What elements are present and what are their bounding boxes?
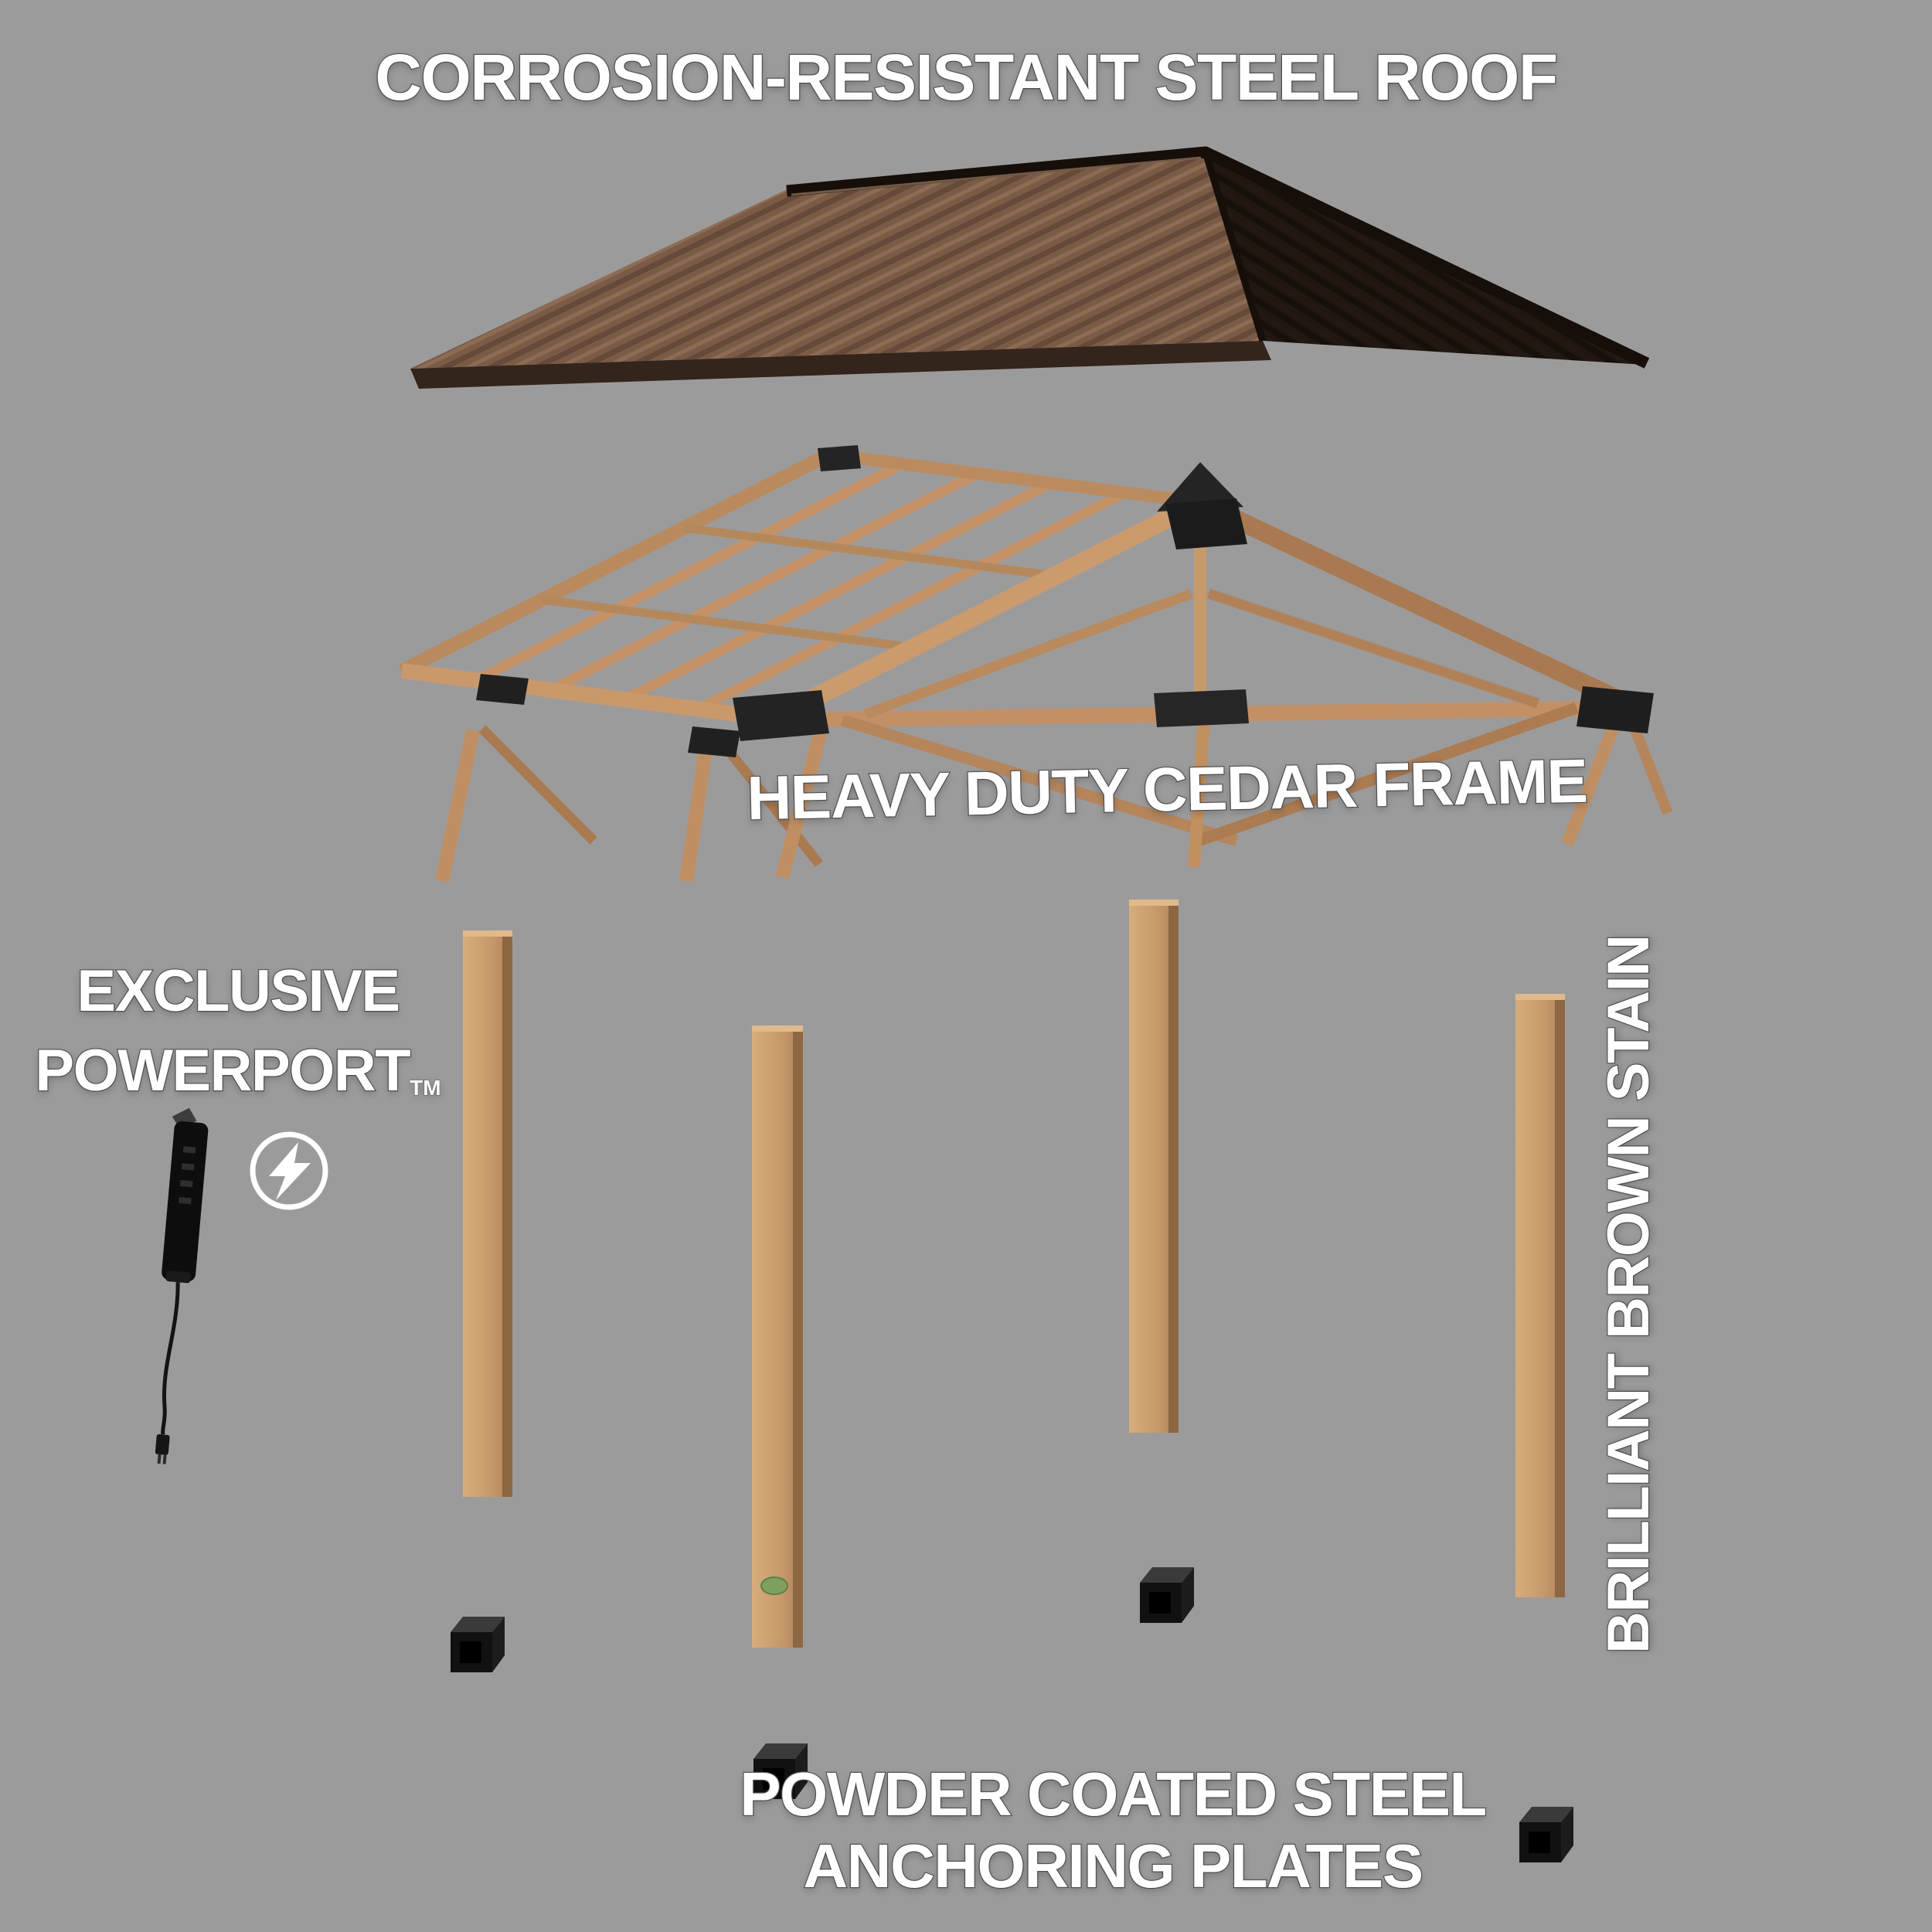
anchor-plate-illustration	[451, 1617, 505, 1672]
plates-label-line2: ANCHORING PLATES	[802, 1831, 1424, 1901]
anchor-plate-illustration	[753, 1743, 808, 1799]
roof-eave-underside	[410, 341, 1271, 389]
powerport-label: EXCLUSIVE POWERPORTTM	[6, 952, 470, 1111]
anchor-plate-illustration	[1140, 1567, 1194, 1623]
post-badge	[760, 1577, 788, 1595]
powerport-label-line1: EXCLUSIVE	[76, 957, 401, 1025]
roof-label: CORROSION-RESISTANT STEEL ROOF	[374, 40, 1559, 115]
roof-ridge-highlight	[791, 156, 1202, 196]
post-illustration	[752, 1026, 803, 1648]
frame-braces	[435, 702, 1673, 883]
lightning-bolt-icon	[250, 1131, 328, 1210]
frame-steel-brackets	[476, 445, 1654, 757]
stain-label: BRILLIANT BROWN STAIN	[1595, 934, 1663, 1655]
post-illustration	[1129, 900, 1179, 1433]
power-strip-icon	[155, 1107, 209, 1464]
steel-roof-illustration	[410, 146, 1650, 389]
trademark-symbol: TM	[410, 1075, 441, 1100]
lightning-circle	[250, 1131, 328, 1210]
powerport-label-line2: POWERPORTTM	[34, 1036, 441, 1104]
cedar-frame-illustration	[398, 445, 1673, 883]
roof-hip-edge	[1202, 151, 1267, 342]
lightning-bolt	[269, 1142, 311, 1200]
roof-left-panel	[410, 152, 1263, 369]
post-illustration	[463, 930, 512, 1497]
anchor-plate-illustration	[1519, 1807, 1573, 1862]
power-cord	[161, 1282, 180, 1435]
power-plug	[155, 1434, 170, 1455]
frame-rafter-grid	[398, 447, 1202, 726]
post-illustration	[1515, 994, 1565, 1597]
plates-label-line1: POWDER COATED STEEL	[739, 1759, 1488, 1829]
plates-label: POWDER COATED STEEL ANCHORING PLATES	[649, 1759, 1577, 1903]
